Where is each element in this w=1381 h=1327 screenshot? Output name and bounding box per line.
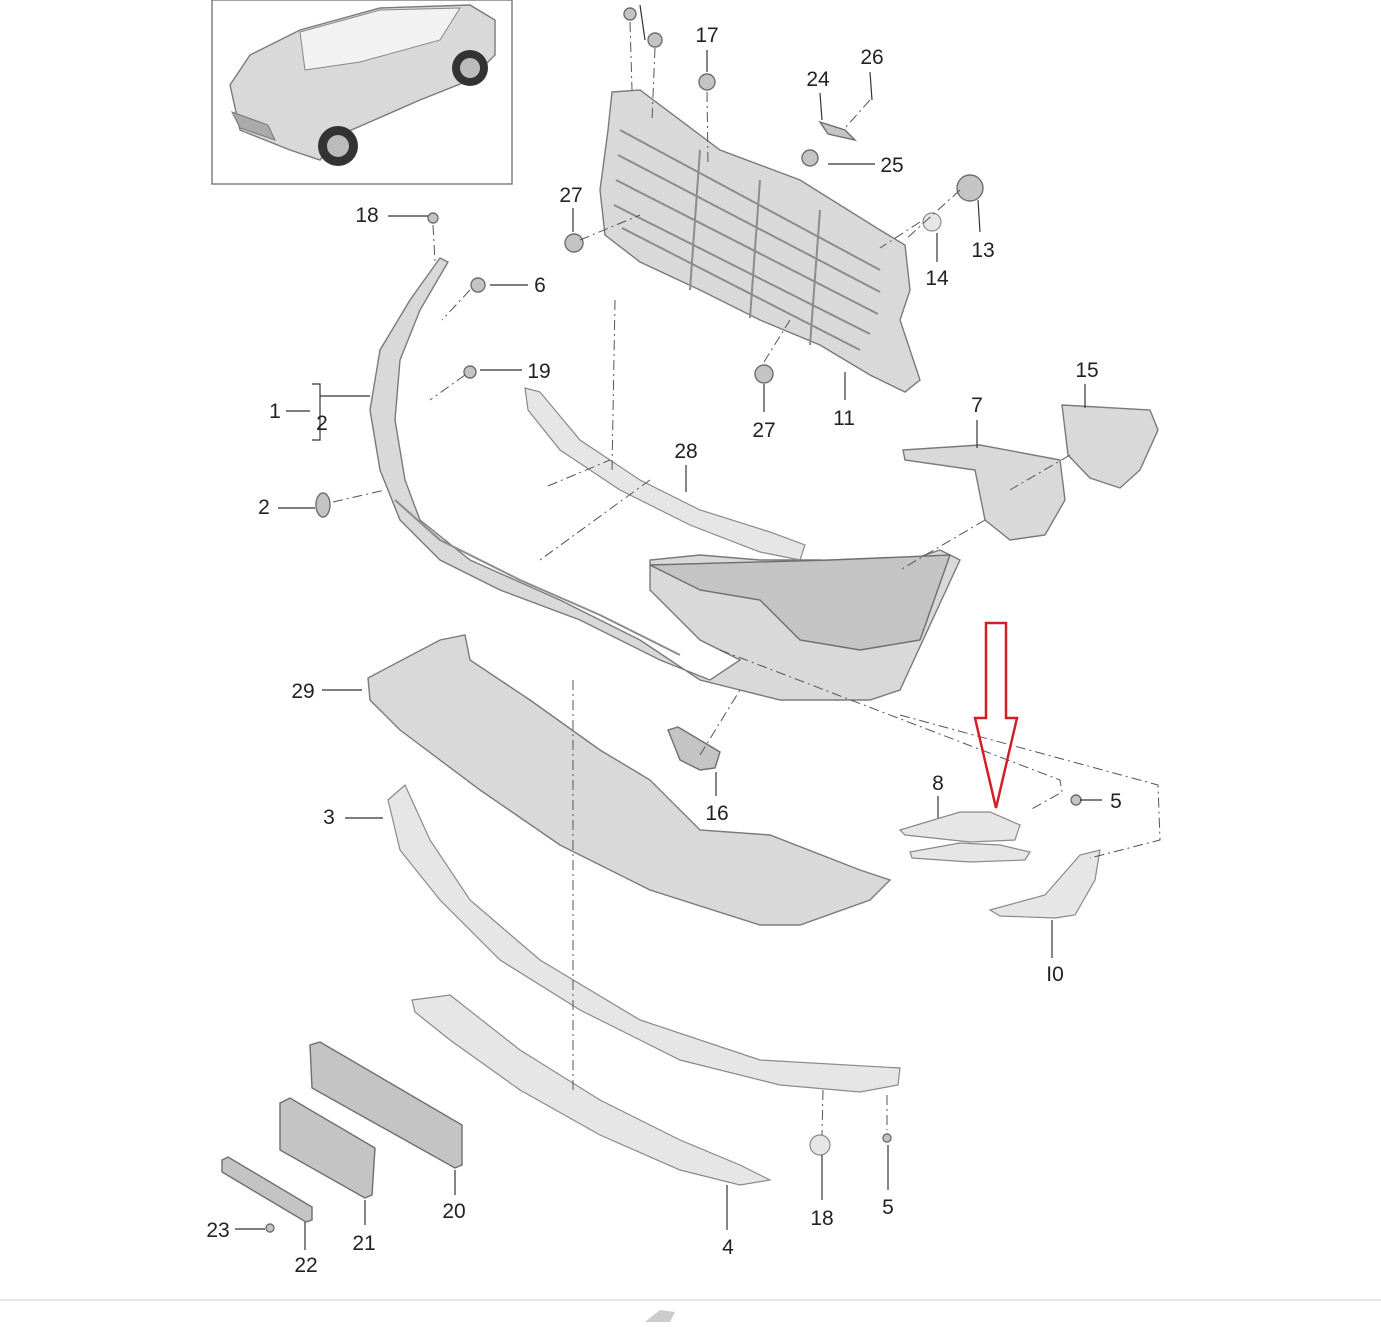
callout-label: 27 [752, 419, 775, 442]
callout-label: 24 [806, 68, 830, 91]
callout-label: 29 [291, 680, 314, 703]
upper-trim-part [524, 387, 806, 561]
callout-label: 6 [534, 274, 546, 297]
side-trim-7 [902, 444, 1066, 541]
callout-label: 13 [971, 239, 994, 262]
callout-label: 18 [355, 204, 378, 227]
reinforcement-part [367, 634, 892, 926]
bumper-cover-part [369, 257, 961, 701]
fog-ring-16 [667, 726, 721, 771]
plate-holder-22 [221, 1156, 313, 1223]
callout-label: 5 [1110, 790, 1122, 813]
callout-label: 1 [269, 400, 281, 423]
callout-label: 3 [323, 806, 335, 829]
plate-holder-21 [279, 1097, 376, 1199]
cover-part-8 [898, 811, 1021, 843]
cover-part-10 [988, 849, 1101, 919]
callout-label: 22 [294, 1254, 317, 1277]
callout-label: 19 [527, 360, 550, 383]
highlight-arrow [973, 621, 1019, 809]
side-trim-15 [1061, 404, 1159, 489]
cover-part-8b [909, 842, 1031, 863]
callout-label: 8 [932, 772, 944, 795]
grille-part [599, 89, 921, 393]
callout-label: 2 [258, 496, 270, 519]
callout-label: 4 [722, 1236, 734, 1259]
callout-label: 7 [971, 394, 983, 417]
page-fold-icon [645, 1310, 675, 1322]
spoiler-part [387, 784, 901, 1093]
assembly-lines [332, 21, 1161, 1136]
callout-label: 17 [695, 24, 718, 47]
callout-label: 21 [352, 1232, 375, 1255]
fasteners [265, 7, 1082, 1233]
callout-label: 11 [833, 407, 855, 430]
callout-label: 15 [1075, 359, 1098, 382]
callout-label: 27 [559, 184, 582, 207]
callout-labels: 17 26 24 25 27 13 14 18 6 19 1 2 2 28 27… [206, 24, 1122, 1277]
callout-label: 16 [705, 802, 728, 825]
leader-lines [235, 4, 1102, 1250]
callout-label: 14 [925, 267, 949, 290]
lower-lip-part [411, 994, 772, 1186]
callout-label: 5 [882, 1196, 894, 1219]
callout-label: 20 [442, 1200, 465, 1223]
callout-label: 2 [316, 412, 328, 435]
callout-label: 28 [674, 440, 697, 463]
callout-label: I0 [1046, 963, 1064, 986]
callout-label: 18 [810, 1207, 833, 1230]
callout-label: 23 [206, 1219, 229, 1242]
plate-holder-20 [309, 1041, 463, 1169]
callout-label: 25 [880, 154, 903, 177]
car-thumbnail [211, 0, 513, 185]
callout-label: 26 [860, 46, 883, 69]
